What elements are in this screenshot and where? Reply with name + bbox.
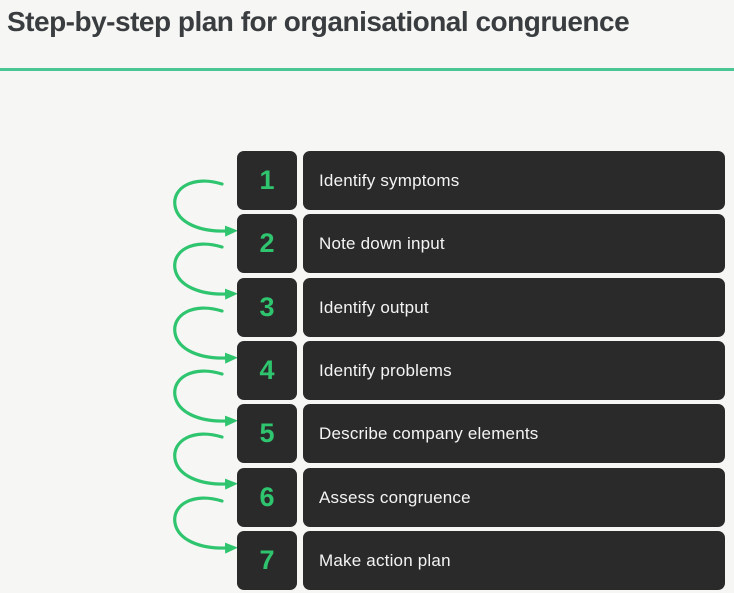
step-number-box: 1: [237, 151, 297, 210]
step-number-box: 4: [237, 341, 297, 400]
step-row-6: 6 Assess congruence: [237, 468, 725, 527]
step-number: 5: [259, 418, 275, 448]
step-number: 4: [259, 355, 275, 385]
flow-arrows: [173, 179, 238, 554]
step-label: Describe company elements: [319, 423, 539, 443]
step-label: Make action plan: [319, 550, 451, 570]
step-label: Assess congruence: [319, 487, 471, 507]
step-number-box: 3: [237, 278, 297, 337]
step-row-2: 2 Note down input: [237, 214, 725, 273]
page-title: Step-by-step plan for organisational con…: [7, 6, 630, 37]
curved-arrow-icon: [173, 496, 238, 554]
step-label-box: Assess congruence: [303, 468, 725, 527]
curved-arrow-icon: [173, 432, 238, 490]
curved-arrow-icon: [173, 242, 238, 300]
step-number: 1: [259, 165, 275, 195]
step-number-box: 2: [237, 214, 297, 273]
step-label-box: Make action plan: [303, 531, 725, 590]
step-label: Identify output: [319, 297, 429, 317]
step-label-box: Identify problems: [303, 341, 725, 400]
step-row-7: 7 Make action plan: [237, 531, 725, 590]
step-label: Note down input: [319, 233, 445, 253]
step-number: 6: [259, 482, 275, 512]
curved-arrow-icon: [173, 179, 238, 237]
step-number: 3: [259, 292, 275, 322]
step-row-5: 5 Describe company elements: [237, 404, 725, 463]
step-label-box: Identify symptoms: [303, 151, 725, 210]
step-number-box: 7: [237, 531, 297, 590]
title-divider: [0, 68, 734, 72]
step-number-box: 5: [237, 404, 297, 463]
step-label: Identify symptoms: [319, 170, 460, 190]
step-label-box: Describe company elements: [303, 404, 725, 463]
step-row-1: 1 Identify symptoms: [237, 151, 725, 210]
step-number: 2: [259, 228, 275, 258]
curved-arrow-icon: [173, 369, 238, 427]
step-row-4: 4 Identify problems: [237, 341, 725, 400]
step-label: Identify problems: [319, 360, 452, 380]
step-label-box: Identify output: [303, 278, 725, 337]
step-number-box: 6: [237, 468, 297, 527]
step-number: 7: [259, 545, 275, 575]
step-label-box: Note down input: [303, 214, 725, 273]
step-row-3: 3 Identify output: [237, 278, 725, 337]
curved-arrow-icon: [173, 306, 238, 364]
